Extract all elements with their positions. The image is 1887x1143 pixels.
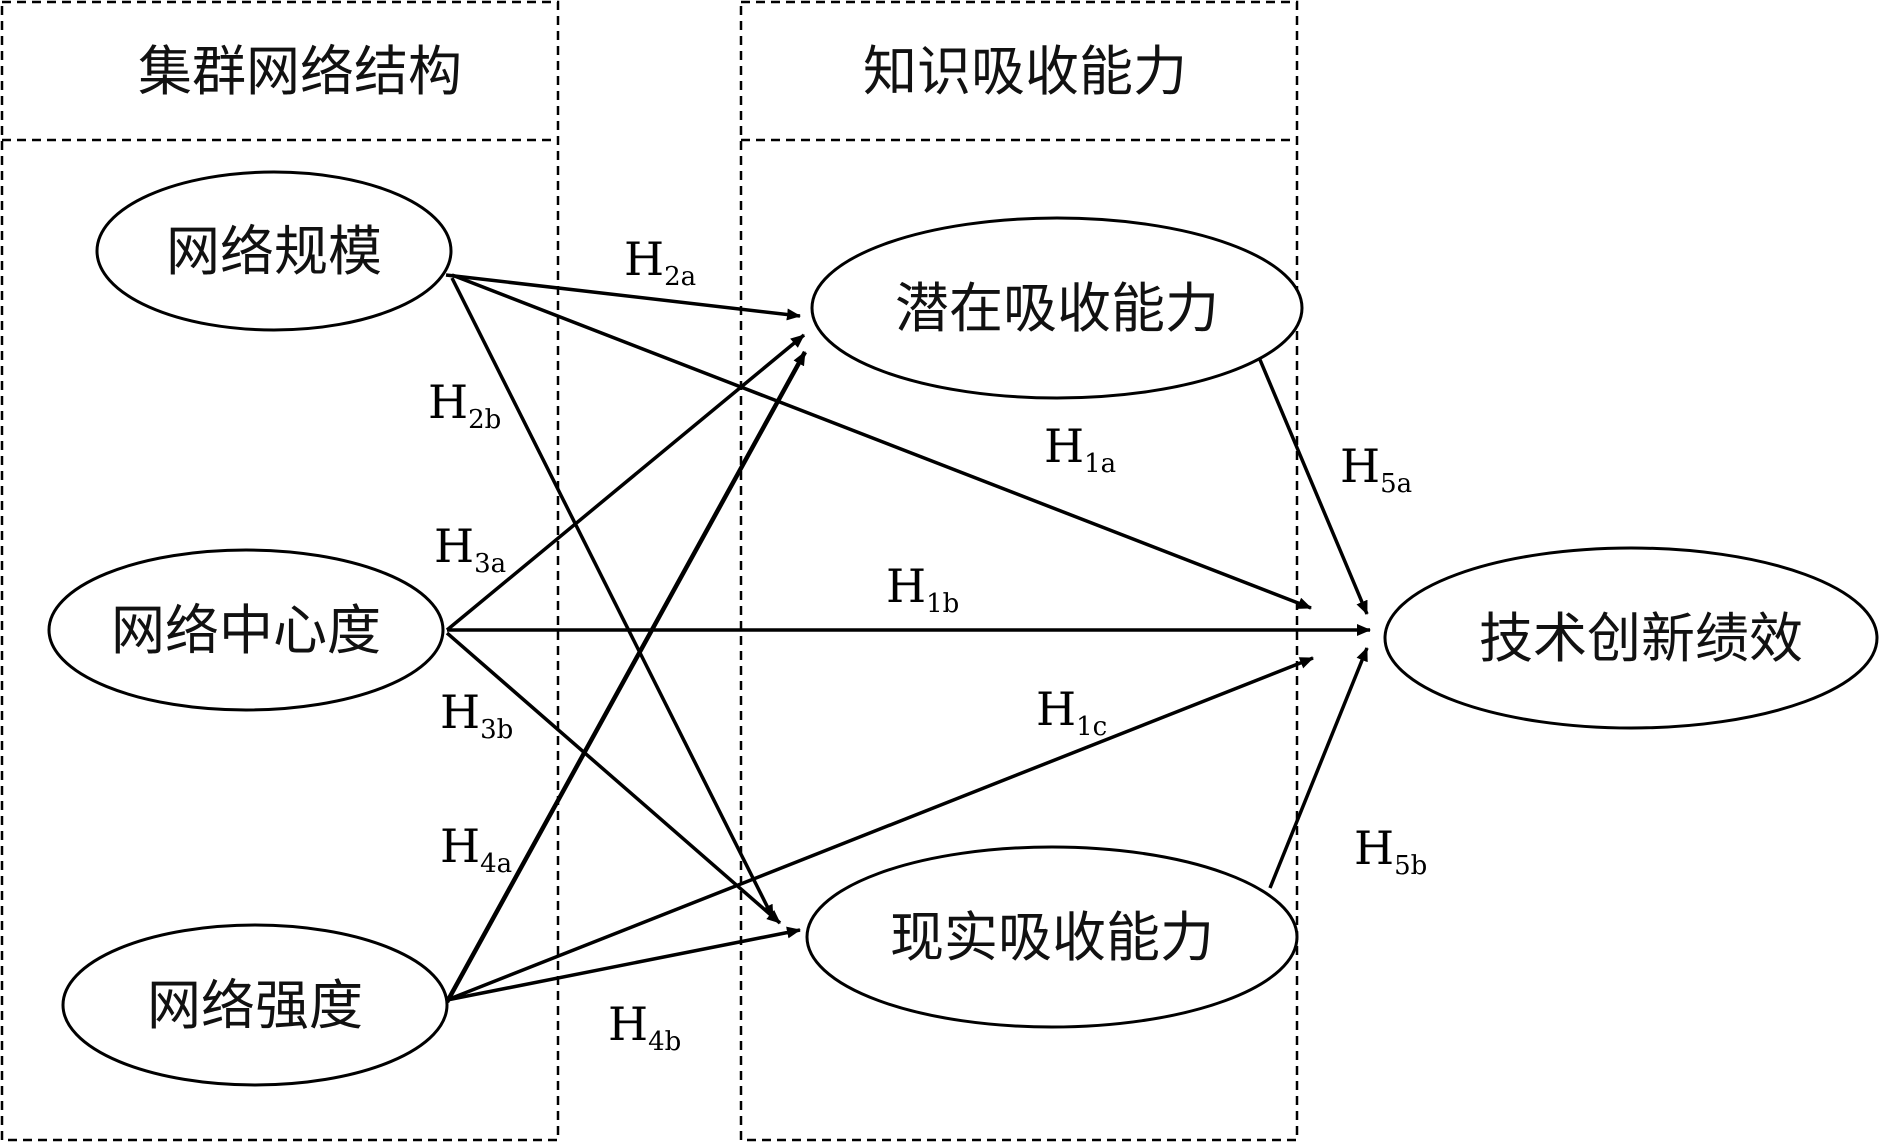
arrow-h1c	[446, 656, 1314, 1002]
node-realized-absorptive: 现实吸收能力	[805, 845, 1299, 1029]
node-potential-absorptive: 潜在吸收能力	[810, 216, 1304, 400]
absorptive-capacity-title: 知识吸收能力	[863, 40, 1187, 103]
label-h5b: H5b	[1354, 821, 1427, 881]
cluster-network-box	[0, 0, 560, 1142]
group-boxes	[0, 0, 1299, 1142]
arrow-h3b	[445, 631, 782, 925]
node-potential-absorptive-label: 潜在吸收能力	[895, 277, 1219, 340]
label-h1a: H1a	[1044, 419, 1116, 479]
node-network-scale-ellipse	[95, 170, 453, 332]
arrow-h4a	[445, 350, 807, 1004]
node-potential-absorptive-ellipse	[810, 216, 1304, 400]
label-h3b: H3b	[440, 685, 513, 745]
arrow-h2a	[445, 273, 801, 321]
label-h4b: H4b	[608, 997, 681, 1057]
node-innovation-performance: 技术创新绩效	[1383, 546, 1879, 730]
node-network-scale: 网络规模	[95, 170, 453, 332]
arrow-h3a	[445, 333, 806, 632]
node-network-strength-label: 网络强度	[147, 974, 363, 1037]
arrow-h5a	[1256, 354, 1369, 615]
node-network-centrality-ellipse	[47, 548, 445, 712]
label-h3a: H3a	[434, 519, 506, 579]
label-h5a: H5a	[1340, 439, 1412, 499]
node-network-scale-label: 网络规模	[166, 220, 382, 283]
arrow-h1a	[451, 273, 1312, 610]
node-innovation-performance-ellipse	[1383, 546, 1879, 730]
node-network-centrality: 网络中心度	[47, 548, 445, 712]
node-network-strength: 网络强度	[61, 923, 449, 1087]
node-network-strength-ellipse	[61, 923, 449, 1087]
node-innovation-performance-label: 技术创新绩效	[1479, 607, 1803, 670]
arrow-h2b	[450, 277, 775, 919]
arrow-h4b	[446, 926, 801, 1002]
arrow-h5b	[1268, 647, 1369, 889]
cluster-network-title: 集群网络结构	[138, 40, 462, 103]
label-h2a: H2a	[624, 232, 696, 292]
label-h2b: H2b	[428, 375, 501, 435]
label-h4a: H4a	[440, 819, 512, 879]
arrows	[445, 273, 1371, 1004]
absorptive-capacity-box	[739, 0, 1299, 1142]
node-realized-absorptive-label: 现实吸收能力	[890, 906, 1214, 969]
label-h1b: H1b	[886, 559, 959, 619]
node-network-centrality-label: 网络中心度	[111, 599, 381, 662]
label-h1c: H1c	[1036, 682, 1107, 742]
node-realized-absorptive-ellipse	[805, 845, 1299, 1029]
